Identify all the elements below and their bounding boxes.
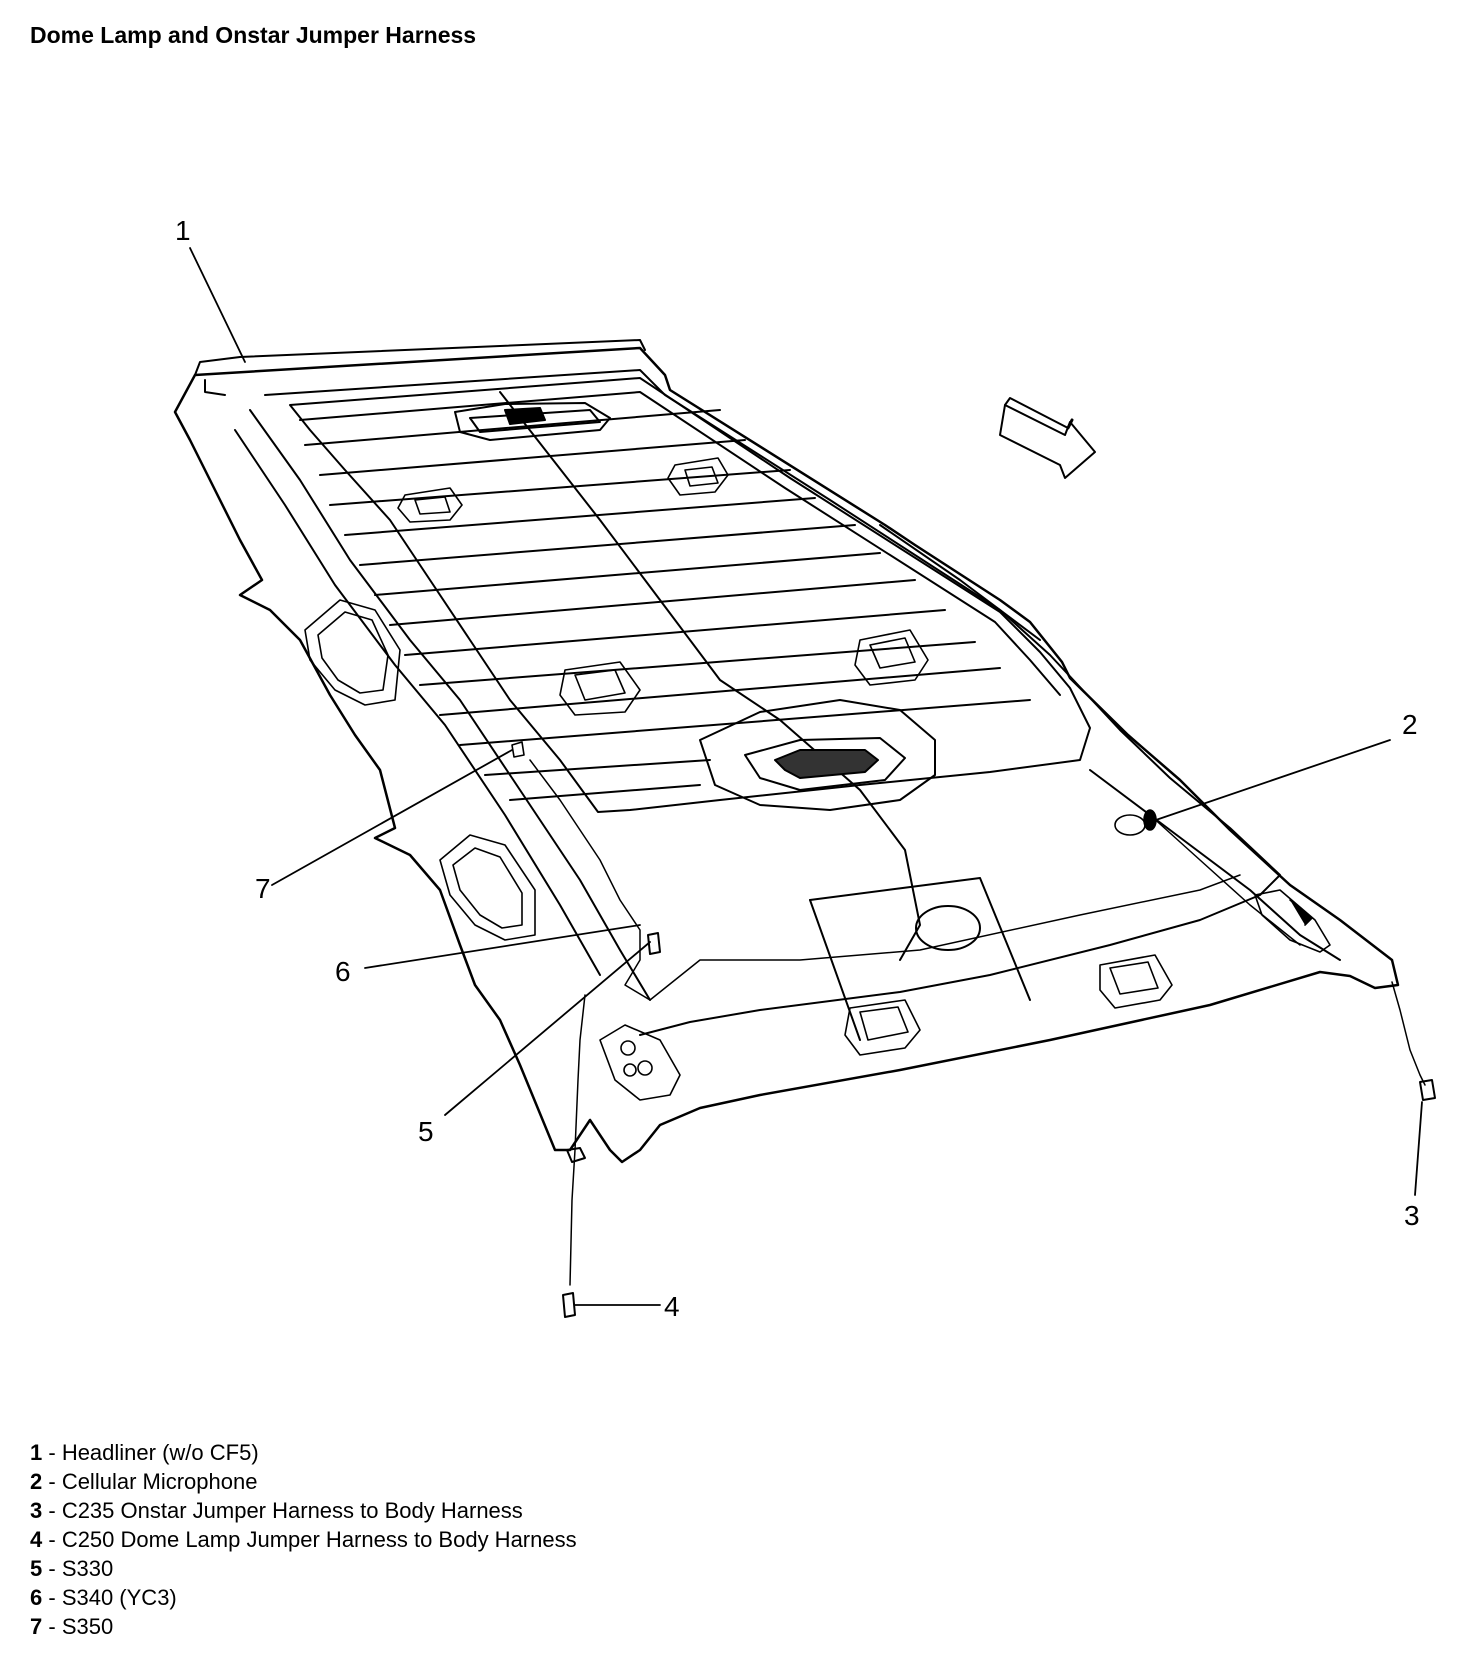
parts-legend: 1 - Headliner (w/o CF5) 2 - Cellular Mic… [30,1438,577,1641]
callout-5: 5 [418,1116,434,1147]
legend-item-1: 1 - Headliner (w/o CF5) [30,1440,259,1465]
callout-7: 7 [255,873,271,904]
headliner-panel [173,339,1400,1164]
legend-item-4: 4 - C250 Dome Lamp Jumper Harness to Bod… [30,1527,577,1552]
rear-reading-lamp [599,1024,681,1101]
legend-item-5: 5 - S330 [30,1556,114,1581]
front-dome-lamp [454,402,611,441]
right-rear-lamp [1254,889,1331,953]
splice-s350 [511,741,525,758]
callout-6: 6 [335,956,351,987]
forward-direction-arrow [999,397,1096,479]
diagram-title: Dome Lamp and Onstar Jumper Harness [30,22,477,48]
legend-item-2: 2 - Cellular Microphone [30,1469,258,1494]
connector-c250 [562,994,586,1318]
callout-4: 4 [664,1291,680,1322]
center-dome-lamp [699,699,936,811]
legend-item-3: 3 - C235 Onstar Jumper Harness to Body H… [30,1498,523,1523]
legend-item-6: 6 - S340 (YC3) [30,1585,177,1610]
splice-s340 [647,932,661,955]
callout-3: 3 [1404,1200,1420,1231]
connector-c235 [1391,981,1436,1101]
visor-clips [397,457,1173,1056]
callout-labels: 1 2 3 4 5 6 7 [175,215,1420,1322]
legend-item-7: 7 - S350 [30,1614,114,1639]
grab-handle-recesses [304,599,536,941]
leader-lines [189,247,1423,1306]
callout-1: 1 [175,215,191,246]
callout-2: 2 [1402,709,1418,740]
